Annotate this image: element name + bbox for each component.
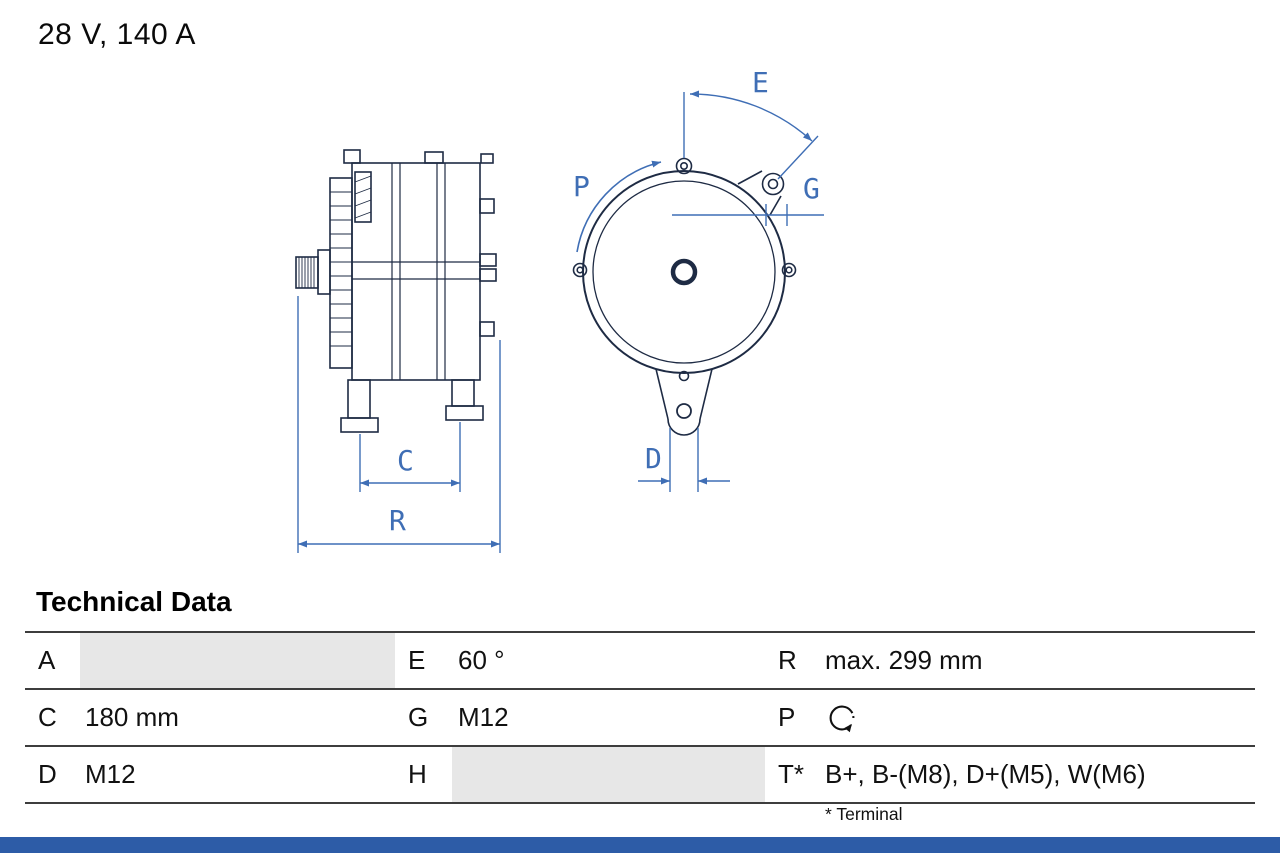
dimension-d — [638, 428, 730, 492]
param-value: 180 mm — [85, 702, 179, 732]
param-key: T* — [778, 759, 804, 789]
dimension-r — [297, 296, 501, 553]
param-key: A — [38, 645, 56, 675]
param-key: G — [408, 702, 429, 732]
param-key: C — [38, 702, 57, 732]
param-value: M12 — [85, 759, 136, 789]
terminal-footnote: * Terminal — [825, 804, 903, 824]
param-key: R — [778, 645, 797, 675]
dimension-p — [576, 160, 662, 253]
dim-label-r: R — [389, 504, 406, 537]
technical-data-table: A E 60 ° R max. 299 mm C 180 mm G M12 P … — [25, 631, 1255, 804]
technical-drawing: C R P E — [295, 66, 824, 553]
dim-label-e: E — [752, 66, 769, 99]
page-title: 28 V, 140 A — [38, 18, 196, 51]
dim-label-p: P — [573, 170, 590, 203]
param-key: E — [408, 645, 426, 675]
param-value: 60 ° — [458, 645, 505, 675]
param-value: M12 — [458, 702, 509, 732]
brand-bar — [0, 837, 1280, 853]
param-key: H — [408, 759, 427, 789]
dimension-e — [683, 90, 819, 180]
param-key: D — [38, 759, 57, 789]
param-value — [452, 747, 765, 802]
table-row: D M12 H T* B+, B-(M8), D+(M5), W(M6) — [25, 745, 1255, 802]
table-row: A E 60 ° R max. 299 mm — [25, 631, 1255, 688]
dimension-c — [359, 422, 461, 492]
table-row: C 180 mm G M12 P — [25, 688, 1255, 745]
dim-label-c: C — [397, 444, 414, 477]
front-view-drawing — [572, 157, 797, 436]
side-view-drawing — [295, 149, 497, 433]
technical-data-heading: Technical Data — [36, 586, 232, 617]
dim-label-d: D — [645, 442, 662, 475]
rotation-direction-icon — [829, 705, 855, 733]
param-value — [80, 633, 395, 688]
dimension-g — [672, 204, 824, 226]
param-value: B+, B-(M8), D+(M5), W(M6) — [825, 759, 1146, 789]
dim-label-g: G — [803, 172, 820, 205]
param-key: P — [778, 702, 796, 732]
param-value — [820, 690, 1255, 745]
param-value: max. 299 mm — [825, 645, 983, 675]
